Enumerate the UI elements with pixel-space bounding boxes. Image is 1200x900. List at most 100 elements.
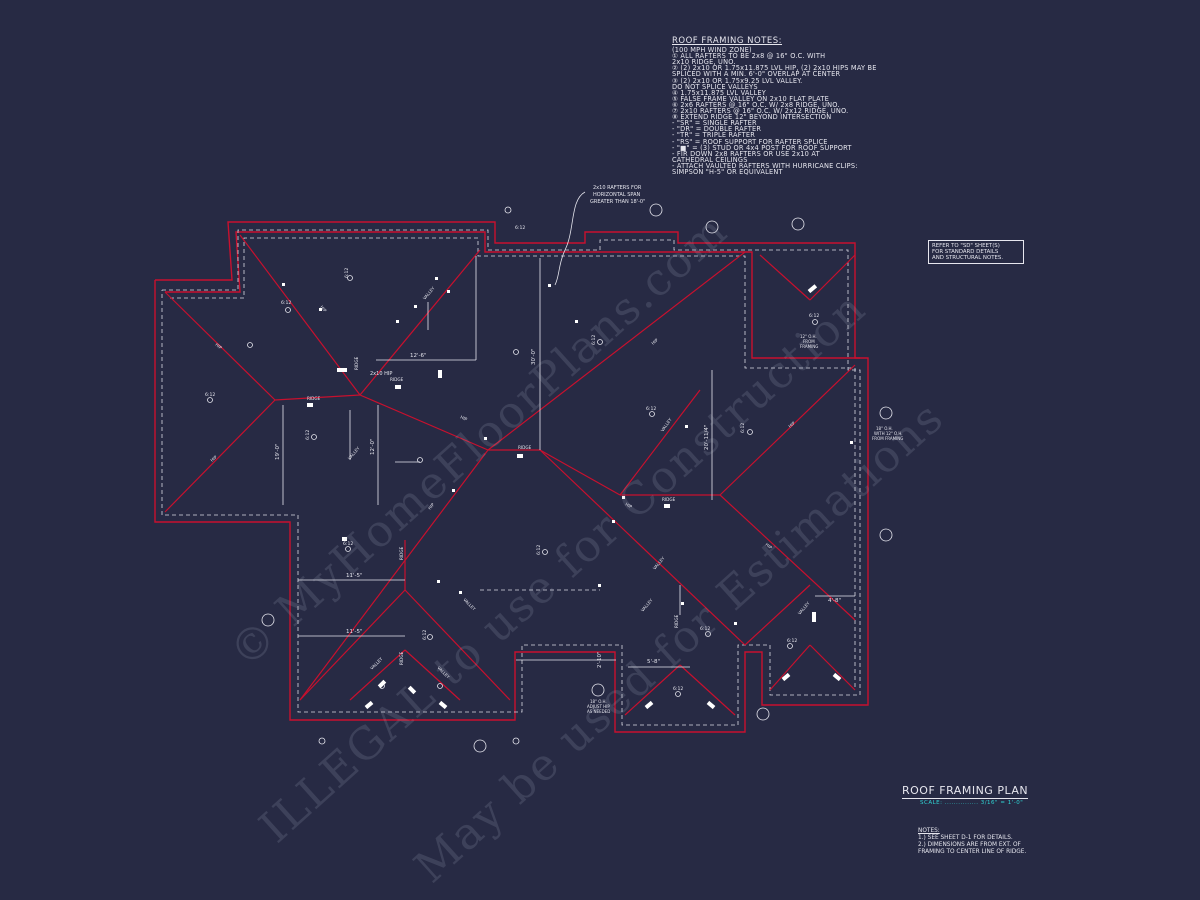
bottom-notes-header: NOTES:: [918, 828, 940, 834]
post: [437, 580, 440, 583]
valley-line: [719, 494, 856, 621]
section-marker: [791, 217, 805, 231]
section-marker: [812, 319, 818, 325]
pitch-label: 6:12: [646, 406, 656, 412]
notes-line: CATHEDRAL CEILINGS: [672, 155, 748, 164]
pitch-label: 6:12: [515, 225, 525, 231]
notes-line: ⑥ 2x6 RAFTERS @ 16" O.C. W/ 2x8 RIDGE, U…: [672, 100, 840, 109]
valley-label: VALLEY: [797, 600, 811, 615]
valley-label: VALLEY: [660, 417, 673, 433]
dim-label: 11'-5": [346, 629, 363, 635]
pitch-label: 6:12: [536, 545, 542, 555]
ridge-label: RIDGE: [390, 377, 404, 382]
hip-line: [624, 664, 681, 716]
dim-label: 4'-8": [828, 598, 841, 604]
post: [435, 277, 438, 280]
hip-label: HIP: [787, 420, 796, 429]
soffit-note-line: AS NEEDED: [587, 709, 610, 714]
post: [548, 284, 551, 287]
hip-line: [809, 644, 856, 691]
pitch-label: 6:12: [673, 686, 683, 692]
post: [484, 437, 487, 440]
roof-framing-notes: ROOF FRAMING NOTES: (100 MPH WIND ZONE) …: [672, 37, 876, 176]
plan-scale: SCALE: ............... 3/16" = 1'-0": [920, 800, 1024, 806]
ridge-label: RIDGE: [662, 497, 676, 502]
post: [644, 700, 654, 710]
hip-line: [164, 291, 276, 401]
soffit-note-line: 18" O.H.: [876, 426, 893, 431]
post: [447, 290, 450, 293]
valley-label: VALLEY: [462, 597, 477, 612]
hip-line: [769, 644, 811, 691]
section-marker: [542, 549, 548, 555]
dim-label: 19'-0": [275, 443, 281, 460]
post: [364, 700, 374, 710]
dashed-wall-inner: [170, 237, 856, 688]
post: [377, 679, 387, 689]
notes-line: - ATTACH VAULTED RAFTERS WITH HURRICANE …: [672, 161, 858, 170]
valley-line: [619, 389, 701, 496]
post: [575, 320, 578, 323]
soffit-note-line: WITH 12" O.H.: [874, 431, 903, 436]
section-marker: [261, 613, 275, 627]
refer-line: AND STRUCTURAL NOTES.: [932, 255, 1004, 261]
dim-label: 11'-5": [346, 573, 363, 579]
post: [812, 612, 816, 622]
framing-labels: RIDGE RIDGE RIDGE RIDGE RIDGE RIDGE RIDG…: [209, 285, 810, 680]
hip-label: HIP: [427, 502, 436, 511]
hip-line: [744, 584, 811, 646]
notes-line: ① ALL RAFTERS TO BE 2x8 @ 16" O.C. WITH: [672, 52, 826, 61]
pitch-label: 6:12: [281, 300, 291, 306]
valley-label: VALLEY: [369, 656, 384, 671]
notes-line: ④ 1.75x11.875 LVL VALLEY: [672, 88, 766, 97]
pitch-label: 6:12: [787, 638, 797, 644]
hip-line: [719, 364, 856, 496]
hip-line: [539, 449, 621, 496]
support-posts: [282, 277, 853, 710]
post: [319, 308, 322, 311]
dashed-wall-outer: [161, 229, 861, 726]
callout-notes: 2x10 RAFTERS FOR HORIZONTAL SPAN GREATER…: [587, 185, 903, 714]
hip-label: HIP: [650, 337, 659, 346]
ridge-label: RIDGE: [399, 546, 404, 560]
section-marker: [247, 342, 253, 348]
hip-line: [404, 589, 511, 701]
notes-line: - FIR DOWN 2x8 RAFTERS OR USE 2x10 AT: [672, 149, 820, 158]
dim-label: 20'-11/4": [704, 425, 710, 450]
notes-line: - "SR" = SINGLE RAFTER: [672, 119, 757, 128]
hip-line: [299, 589, 406, 701]
refer-sd-sheet-note: REFER TO "SD" SHEET(S) FOR STANDARD DETA…: [928, 240, 1024, 264]
section-marker: [504, 206, 512, 214]
plan-title: ROOF FRAMING PLAN: [902, 784, 1029, 799]
dim-label: 5'-8": [647, 659, 660, 665]
valley-label: VALLEY: [640, 597, 654, 612]
hip-line: [809, 254, 856, 301]
post: [598, 584, 601, 587]
section-marker: [513, 349, 519, 355]
section-marker: [207, 397, 213, 403]
post: [438, 700, 448, 710]
valley-label: VALLEY: [422, 285, 436, 300]
post: [664, 504, 670, 508]
ridge-label: RIDGE: [518, 445, 532, 450]
valley-line: [359, 249, 481, 396]
post: [612, 520, 615, 523]
hip-label: HIP: [460, 414, 469, 422]
section-marker: [285, 307, 291, 313]
hip-line: [299, 449, 489, 701]
refer-line: FOR STANDARD DETAILS: [932, 249, 999, 255]
post: [396, 320, 399, 323]
section-marker: [417, 457, 423, 463]
hip-line: [349, 649, 406, 701]
pitch-label: 6:12: [344, 268, 350, 278]
rafter-note-line: GREATER THAN 18'-0": [590, 199, 645, 205]
section-marker: [427, 634, 433, 640]
section-marker: [591, 683, 605, 697]
section-marker: [747, 429, 753, 435]
notes-line: 2x10 RIDGE, UNO.: [672, 58, 736, 67]
ridge-line: [274, 394, 361, 401]
post: [282, 283, 285, 286]
hip-label: HIP: [319, 304, 328, 313]
notes-line: SIMPSON "H-5" OR EQUIVALENT: [672, 167, 783, 176]
pitch-label: 6:12: [700, 626, 710, 632]
